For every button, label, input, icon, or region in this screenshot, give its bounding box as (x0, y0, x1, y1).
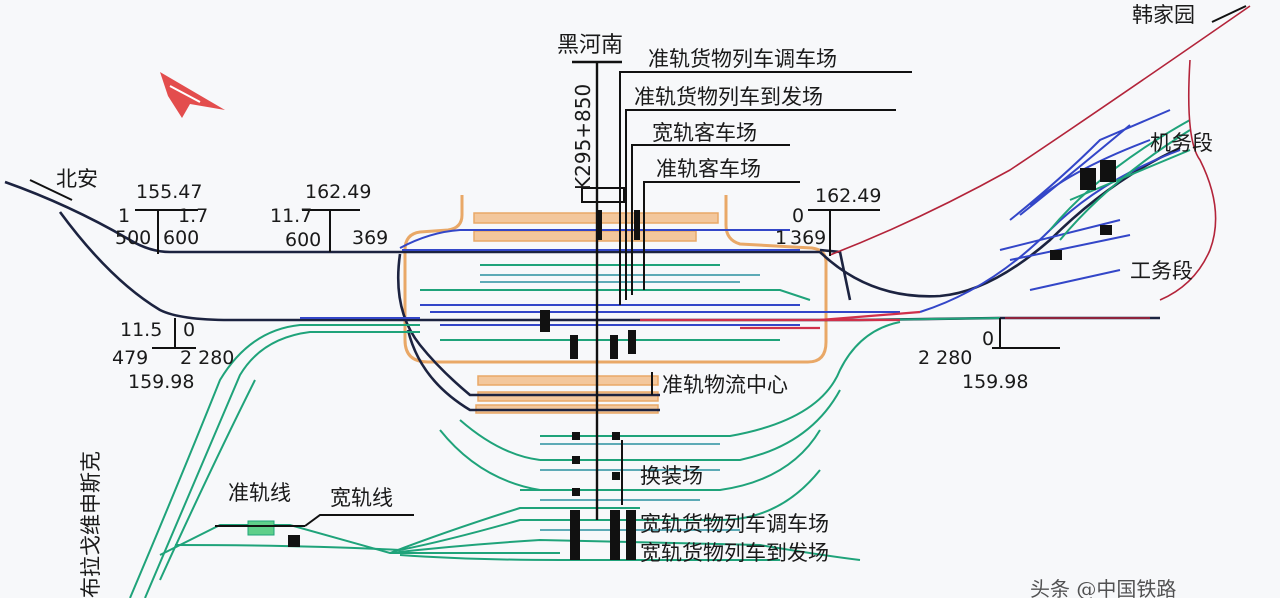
mp-right-top-lr: 369 (790, 227, 826, 249)
mp-mid-top-lr: 369 (352, 227, 388, 249)
label-transshipment-yard: 换装场 (640, 464, 703, 488)
watermark: 头条 @中国铁路 (1030, 577, 1176, 598)
mp-right-top-km: 162.49 (815, 185, 881, 207)
label-works-section: 工务段 (1130, 259, 1193, 283)
mp-right-bottom-ul: 0 (982, 328, 994, 350)
label-broad-freight-arrival: 宽轨货物列车到发场 (640, 541, 829, 565)
mp-mid-top-ll: 600 (285, 229, 321, 251)
mp-left-bottom-ul: 11.5 (120, 319, 162, 341)
label-std-passenger: 准轨客车场 (656, 157, 761, 181)
center-axis (572, 60, 625, 520)
mp-left-top-ur: 1.7 (178, 205, 208, 227)
mp-left-top-ll: 500 (115, 227, 151, 249)
mp-right-bottom-ll: 2 280 (918, 347, 972, 369)
label-depot: 机务段 (1150, 131, 1213, 155)
std-line-yard-block (247, 520, 275, 536)
label-std-line: 准轨线 (228, 481, 291, 505)
mp-left-bottom-lr: 2 280 (180, 347, 234, 369)
tracks-blue (300, 109, 1181, 326)
mp-mid-top-km: 162.49 (305, 181, 371, 203)
station-name: 黑河南 (557, 33, 623, 58)
railway-logo-icon (160, 72, 225, 118)
border-line (829, 5, 1251, 319)
tracks-teal (480, 274, 760, 531)
label-std-freight-arrival: 准轨货物列车到发场 (634, 85, 823, 109)
mp-mid-top-ul: 11.7 (270, 205, 312, 227)
tracks-red (640, 310, 921, 330)
label-broad-passenger: 宽轨客车场 (652, 121, 757, 145)
mp-right-top-ll: 1 (775, 227, 787, 249)
mp-left-bottom-ur: 0 (183, 319, 195, 341)
mp-right-bottom-km: 159.98 (962, 371, 1028, 393)
label-dir-hanjiayuan: 韩家园 (1132, 3, 1195, 27)
label-std-freight-marshalling: 准轨货物列车调车场 (648, 47, 837, 71)
label-leaders (29, 5, 1247, 527)
label-logistics-center: 准轨物流中心 (662, 373, 788, 397)
mp-left-top-lr: 600 (163, 227, 199, 249)
mp-left-top-km: 155.47 (136, 181, 202, 203)
milepost-brackets (135, 209, 1060, 349)
mileage-label: K295+850 (571, 84, 595, 190)
label-broad-line: 宽轨线 (330, 486, 393, 510)
tracks-dark (4, 146, 1181, 412)
mp-left-bottom-km: 159.98 (128, 371, 194, 393)
mp-left-top-ul: 1 (118, 205, 130, 227)
switch-markers (288, 160, 1116, 560)
label-broad-freight-marshalling: 宽轨货物列车调车场 (640, 512, 829, 536)
station-outline (403, 195, 828, 364)
mp-right-top-ul: 0 (792, 205, 804, 227)
label-dir-beian: 北安 (56, 167, 98, 191)
mp-left-bottom-ll: 479 (112, 347, 148, 369)
label-dir-vertical: 布拉戈维申斯克 (79, 451, 103, 598)
